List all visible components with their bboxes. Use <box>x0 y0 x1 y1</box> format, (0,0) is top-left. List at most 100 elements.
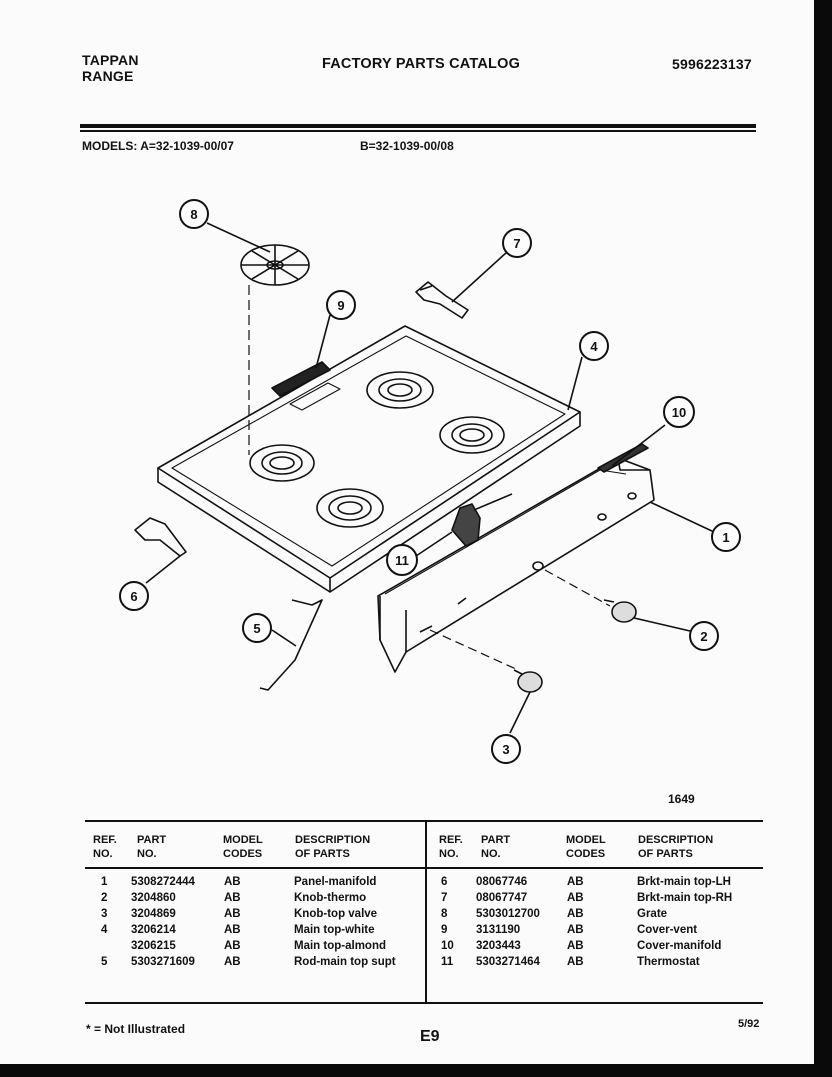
table-cell: 3 <box>101 908 108 920</box>
table-cell: Brkt-main top-LH <box>637 876 731 888</box>
header-rule-thin <box>80 130 756 132</box>
table-cell: AB <box>567 956 584 968</box>
callout-4: 4 <box>579 331 609 361</box>
knob-thermo-part <box>603 599 637 623</box>
callout-8: 8 <box>179 199 209 229</box>
table-cell: 7 <box>441 892 448 904</box>
table-cell: 1 <box>101 876 108 888</box>
table-cell: Main top-white <box>294 924 375 936</box>
table-cell: Cover-manifold <box>637 940 722 952</box>
table-cell: 3206215 <box>131 940 176 952</box>
right-desc-column: Brkt-main top-LH Brkt-main top-RH Grate … <box>637 874 732 970</box>
table-cell: Knob-thermo <box>294 892 367 904</box>
knob-top-valve-part <box>513 669 543 693</box>
table-cell: AB <box>224 892 241 904</box>
table-cell: 3206214 <box>131 924 176 936</box>
table-cell: 5303271609 <box>131 956 195 968</box>
table-cell: AB <box>567 892 584 904</box>
table-cell: 4 <box>101 924 108 936</box>
callout-10: 10 <box>663 396 695 428</box>
table-cell: 9 <box>441 924 448 936</box>
table-cell: AB <box>224 876 241 888</box>
table-cell: 2 <box>101 892 108 904</box>
table-bottom-rule <box>85 1002 763 1004</box>
table-cell: 3131190 <box>476 924 521 936</box>
callout-3: 3 <box>491 734 521 764</box>
table-cell: 5308272444 <box>131 876 195 888</box>
left-code-column: AB AB AB AB AB AB <box>224 874 241 970</box>
table-cell: 08067746 <box>476 876 528 888</box>
table-cell: 08067747 <box>476 892 528 904</box>
table-cell: 6 <box>441 876 448 888</box>
svg-text:8: 8 <box>190 207 197 222</box>
svg-text:9: 9 <box>337 298 344 313</box>
manifold-panel-part <box>377 457 655 673</box>
table-cell: AB <box>567 876 584 888</box>
svg-text:11: 11 <box>395 553 409 568</box>
table-cell: Brkt-main top-RH <box>637 892 733 904</box>
right-ref-column: 6 7 8 9 10 11 <box>441 874 454 970</box>
left-ref-column: 1 2 3 4 5 <box>101 874 107 970</box>
table-cell: 5 <box>101 956 108 968</box>
figure-number: 1649 <box>668 792 695 806</box>
table-divider <box>425 820 427 1004</box>
table-header-rule <box>85 867 763 869</box>
svg-text:1: 1 <box>722 530 729 545</box>
cooktop-outline <box>157 325 581 579</box>
callout-2: 2 <box>689 621 719 651</box>
rod-part <box>259 599 323 691</box>
table-cell: AB <box>224 956 241 968</box>
svg-text:7: 7 <box>513 236 520 251</box>
table-cell: AB <box>567 940 584 952</box>
exploded-parts-diagram: 8 7 9 4 10 1 11 6 5 2 3 <box>119 199 741 764</box>
left-part-column: 5308272444 3204860 3204869 3206214 32062… <box>131 874 195 970</box>
product-type: RANGE <box>82 68 134 84</box>
svg-text:4: 4 <box>590 339 598 354</box>
thermostat-part <box>451 503 481 547</box>
burner-rear-right <box>366 371 434 409</box>
table-cell: AB <box>567 924 584 936</box>
table-top-rule <box>85 820 763 822</box>
brand-name: TAPPAN <box>82 52 139 68</box>
page-code: E9 <box>420 1028 440 1045</box>
svg-text:10: 10 <box>672 405 686 420</box>
table-cell: Panel-manifold <box>294 876 377 888</box>
table-cell: Grate <box>637 908 668 920</box>
table-cell: Cover-vent <box>637 924 698 936</box>
callout-1: 1 <box>711 522 741 552</box>
table-cell: Rod-main top supt <box>294 956 396 968</box>
svg-text:3: 3 <box>502 742 509 757</box>
svg-text:2: 2 <box>700 629 707 644</box>
table-cell: 5303271464 <box>476 956 540 968</box>
svg-text:6: 6 <box>130 589 137 604</box>
table-cell: AB <box>224 924 241 936</box>
not-illustrated-note: * = Not Illustrated <box>86 1022 186 1036</box>
table-cell: AB <box>567 908 584 920</box>
grate-part <box>240 244 310 286</box>
table-cell: AB <box>224 940 241 952</box>
revision-date: 5/92 <box>738 1018 760 1030</box>
table-cell: AB <box>224 908 241 920</box>
table-cell <box>101 938 107 954</box>
table-cell: 3204869 <box>131 908 176 920</box>
scan-border-bottom <box>0 1064 832 1077</box>
right-code-column: AB AB AB AB AB AB <box>567 874 584 970</box>
callout-6: 6 <box>119 581 149 611</box>
right-part-column: 08067746 08067747 5303012700 3131190 320… <box>476 874 540 970</box>
callout-9: 9 <box>326 290 356 320</box>
bracket-lh-part <box>134 517 187 557</box>
bracket-rh-part <box>415 281 469 319</box>
header-rule-thick <box>80 124 756 128</box>
callout-11: 11 <box>386 544 418 576</box>
svg-text:5: 5 <box>253 621 260 636</box>
scan-border-right <box>814 0 832 1077</box>
left-desc-column: Panel-manifold Knob-thermo Knob-top valv… <box>294 874 396 970</box>
